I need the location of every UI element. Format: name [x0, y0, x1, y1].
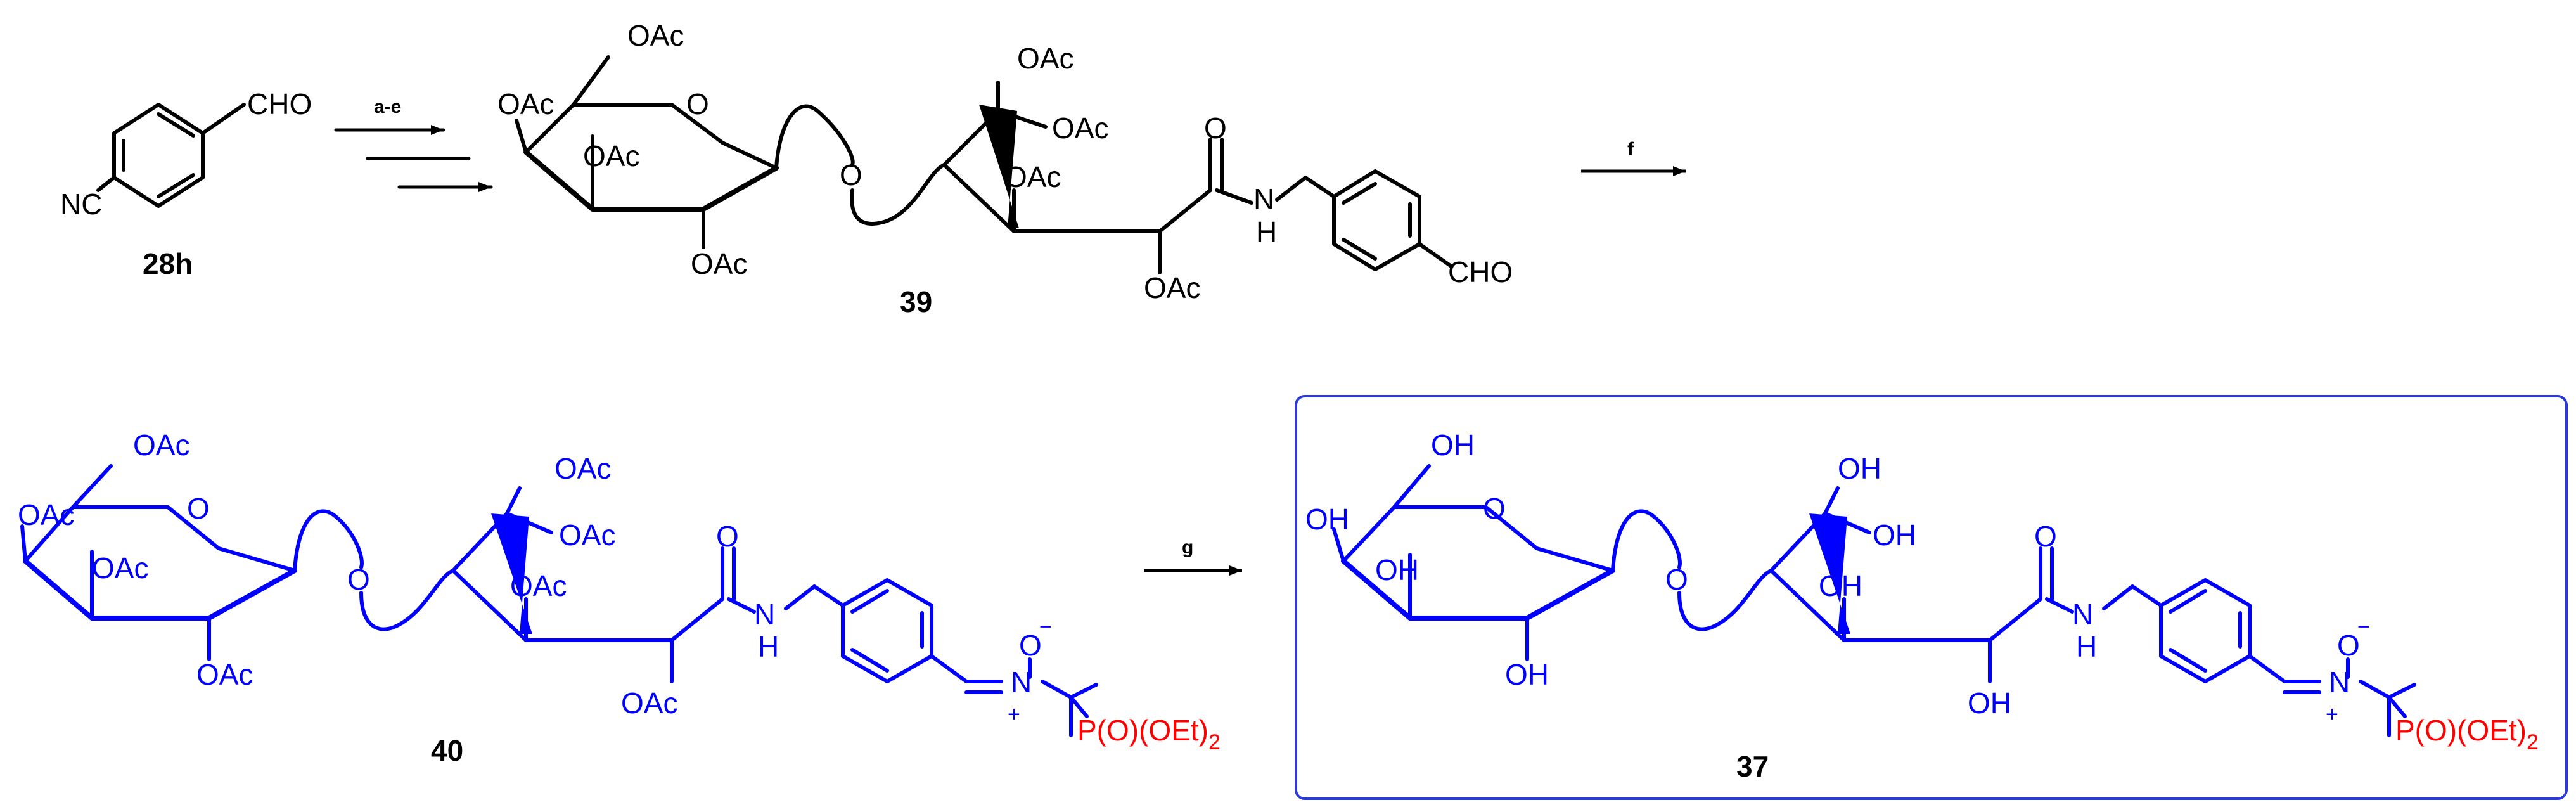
- compound-label-37: 37: [1736, 750, 1769, 783]
- oac-4p-40: OAc: [510, 569, 567, 602]
- carbonyl-oxygen-37: O: [2034, 520, 2057, 553]
- plus-charge-40: +: [1008, 702, 1020, 726]
- wedge-bond-37: [1809, 513, 1850, 634]
- arrow-step-a-e: [334, 125, 493, 192]
- compound-40-structure: [20, 464, 1098, 737]
- oh-2p-37: OH: [1968, 687, 2011, 720]
- oh-6p-37: OH: [1838, 452, 1881, 485]
- oac-5p-39: OAc: [1052, 112, 1108, 145]
- oac-6-40: OAc: [133, 429, 189, 462]
- oac-2p-40: OAc: [621, 687, 677, 720]
- amide-n-39: N: [1253, 183, 1274, 216]
- amide-h-37: H: [2076, 630, 2097, 663]
- oac-2-39: OAc: [691, 247, 747, 280]
- compound-40-atom-labels: OAc OAc O OAc OAc O OAc OAc OAc OAc O N …: [18, 429, 1052, 726]
- compound-37-atom-labels: OH OH O OH OH O OH OH OH OH O N H N O − …: [1305, 429, 2370, 726]
- nitrone-oxygen-37: O: [2337, 629, 2360, 662]
- product-box-37: [1295, 395, 2568, 800]
- oac-2p-39: OAc: [1144, 271, 1200, 304]
- oac-3-39: OAc: [583, 139, 639, 172]
- phosphonate-subscript-37: 2: [2527, 730, 2539, 754]
- plus-charge-37: +: [2326, 702, 2338, 726]
- phosphonate-group-40: P(O)(OEt)2: [1077, 714, 1221, 754]
- compound-39-structure: [515, 55, 1453, 274]
- oh-4p-37: OH: [1819, 569, 1862, 602]
- oac-6p-40: OAc: [554, 452, 611, 485]
- oac-4-40: OAc: [18, 498, 74, 531]
- nitrone-n-40: N: [1011, 666, 1032, 699]
- oac-2-40: OAc: [196, 658, 253, 691]
- reagent-label-a-e: a-e: [374, 96, 401, 117]
- amide-n-37: N: [2072, 598, 2093, 631]
- phosphonate-text-40: P(O)(OEt): [1077, 714, 1208, 747]
- ring-oxygen-37: O: [1483, 492, 1506, 525]
- reagent-label-f: f: [1627, 139, 1634, 160]
- oac-4p-39: OAc: [1004, 160, 1061, 193]
- oh-6-37: OH: [1431, 429, 1475, 462]
- carbonyl-oxygen-40: O: [716, 520, 739, 553]
- amide-h-40: H: [758, 630, 779, 663]
- oac-5p-40: OAc: [559, 519, 615, 552]
- amide-n-40: N: [754, 598, 775, 631]
- phosphonate-subscript-40: 2: [1208, 730, 1221, 754]
- minus-charge-40: −: [1039, 615, 1052, 639]
- oh-5p-37: OH: [1873, 519, 1916, 552]
- reagent-label-g: g: [1182, 537, 1193, 558]
- compound-28h-structure: [96, 103, 246, 208]
- linker-oxygen-37: O: [1665, 563, 1688, 596]
- linker-oxygen-39: O: [840, 158, 862, 191]
- ring-oxygen-40: O: [187, 492, 210, 525]
- nitrone-oxygen-40: O: [1019, 629, 1042, 662]
- wedge-bond-39: [979, 105, 1019, 228]
- wedge-bond-40: [491, 513, 532, 634]
- cho-group-28h: CHO: [247, 87, 312, 120]
- minus-charge-37: −: [2357, 615, 2370, 639]
- ring-oxygen-39: O: [686, 87, 709, 120]
- nitrone-n-37: N: [2329, 666, 2350, 699]
- amide-h-39: H: [1256, 216, 1277, 249]
- compound-label-39: 39: [900, 285, 932, 318]
- nitrile-group-28h: NC: [60, 188, 102, 221]
- linker-oxygen-40: O: [347, 563, 370, 596]
- oac-6p-39: OAc: [1017, 42, 1073, 75]
- oac-3-40: OAc: [92, 552, 148, 584]
- oh-2-37: OH: [1505, 658, 1549, 691]
- phosphonate-group-37: P(O)(OEt)2: [2395, 714, 2539, 754]
- carbonyl-oxygen-39: O: [1204, 112, 1227, 145]
- oh-4-37: OH: [1305, 503, 1349, 536]
- phosphonate-text-37: P(O)(OEt): [2395, 714, 2527, 747]
- oh-3-37: OH: [1375, 553, 1419, 586]
- compound-label-40: 40: [431, 734, 463, 767]
- oac-6-39: OAc: [627, 19, 684, 52]
- oac-4-39: OAc: [497, 87, 554, 120]
- cho-group-39: CHO: [1448, 255, 1513, 288]
- compound-label-28h: 28h: [143, 247, 193, 280]
